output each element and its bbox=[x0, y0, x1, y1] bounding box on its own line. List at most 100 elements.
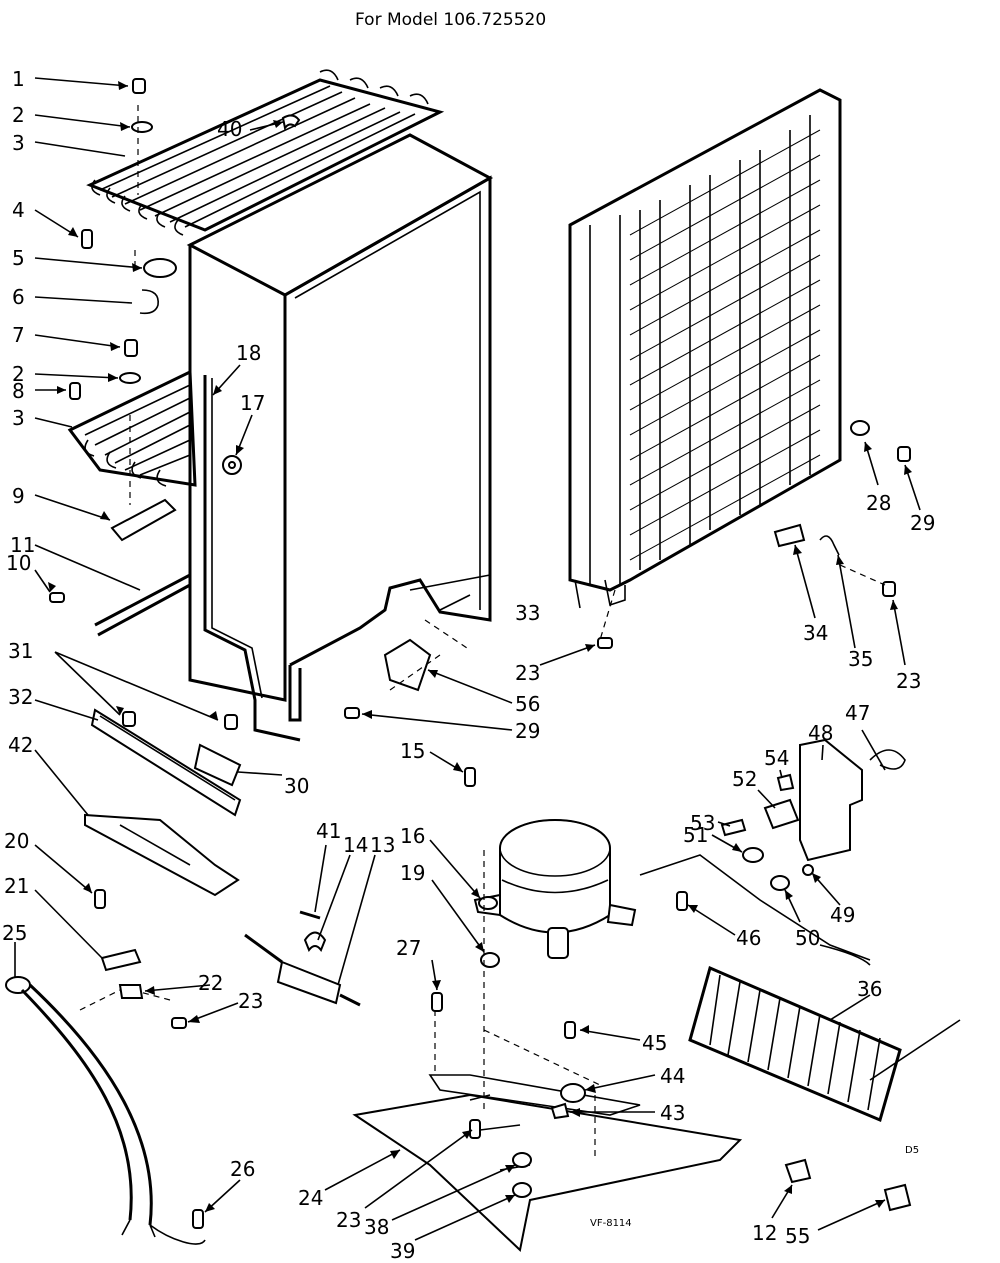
screw-part-15 bbox=[464, 767, 476, 787]
relay-part-51 bbox=[742, 847, 764, 863]
callout-46: 46 bbox=[736, 926, 761, 950]
condenser-coil-part-36 bbox=[688, 965, 961, 1123]
callout-7: 7 bbox=[12, 323, 25, 347]
callout-4: 4 bbox=[12, 198, 25, 222]
callout-17: 17 bbox=[240, 391, 265, 415]
screw-part-29-center bbox=[344, 707, 360, 719]
callout-49: 49 bbox=[830, 903, 855, 927]
callout-22: 22 bbox=[198, 971, 223, 995]
callout-34: 34 bbox=[803, 621, 828, 645]
defrost-terminator-part-13 bbox=[244, 933, 361, 1007]
callout-50: 50 bbox=[795, 926, 820, 950]
clamp-part-6 bbox=[139, 289, 159, 315]
callout-39: 39 bbox=[390, 1239, 415, 1263]
clip-part-55 bbox=[883, 1183, 912, 1212]
screw-part-23-condenser bbox=[597, 637, 613, 649]
callout-35: 35 bbox=[848, 647, 873, 671]
callout-55: 55 bbox=[785, 1224, 810, 1248]
callout-56: 56 bbox=[515, 692, 540, 716]
screw-part-23-left bbox=[171, 1017, 187, 1029]
screw-part-23-right bbox=[882, 581, 896, 597]
callout-43: 43 bbox=[660, 1101, 685, 1125]
callout-36: 36 bbox=[857, 977, 882, 1001]
callout-23-base: 23 bbox=[336, 1208, 361, 1232]
evaporator-coil-upper bbox=[86, 69, 445, 236]
part-49 bbox=[802, 864, 814, 876]
compressor bbox=[473, 819, 637, 959]
retainer-part-9 bbox=[110, 498, 177, 542]
callout-21: 21 bbox=[4, 874, 29, 898]
callout-10: 10 bbox=[6, 551, 31, 575]
bracket-part-32 bbox=[90, 708, 242, 817]
connector-part-22 bbox=[118, 984, 144, 999]
callout-52: 52 bbox=[732, 767, 757, 791]
plate-part-21 bbox=[100, 948, 142, 972]
harness-part-25 bbox=[5, 976, 206, 1245]
callout-23-condenser: 23 bbox=[515, 661, 540, 685]
callout-32: 32 bbox=[8, 685, 33, 709]
screw-part-31b bbox=[224, 714, 238, 730]
clip-part-40 bbox=[281, 114, 301, 131]
callout-11: 11 bbox=[10, 533, 35, 557]
part-12 bbox=[784, 1158, 812, 1184]
callout-14: 14 bbox=[343, 833, 368, 857]
base-pan-part-24 bbox=[352, 1074, 743, 1252]
screw-part-23-base bbox=[469, 1119, 481, 1139]
tube-part-34 bbox=[773, 523, 806, 548]
callout-23-left: 23 bbox=[238, 989, 263, 1013]
screw-part-10 bbox=[49, 592, 65, 603]
cabinet-liner bbox=[186, 133, 494, 722]
bracket-part-30 bbox=[193, 743, 242, 787]
callout-5: 5 bbox=[12, 246, 25, 270]
callout-18: 18 bbox=[236, 341, 261, 365]
callout-26: 26 bbox=[230, 1157, 255, 1181]
callout-44: 44 bbox=[660, 1064, 685, 1088]
clip-part-35 bbox=[819, 535, 840, 556]
callout-23-right: 23 bbox=[896, 669, 921, 693]
callout-6: 6 bbox=[12, 285, 25, 309]
bracket-part-17 bbox=[222, 455, 242, 475]
callout-47: 47 bbox=[845, 701, 870, 725]
callout-27: 27 bbox=[396, 936, 421, 960]
part-43 bbox=[550, 1102, 570, 1120]
condenser-coil bbox=[568, 88, 842, 607]
diagram-title: For Model 106.725520 bbox=[355, 10, 546, 30]
spacer-part-39 bbox=[512, 1182, 532, 1198]
callout-54: 54 bbox=[764, 746, 789, 770]
screw-part-46 bbox=[676, 891, 688, 911]
screw-part-27 bbox=[431, 992, 443, 1012]
drawing-code: VF-8114 bbox=[590, 1218, 632, 1229]
drain-tube bbox=[203, 375, 301, 742]
callout-8: 8 bbox=[12, 379, 25, 403]
callout-38: 38 bbox=[364, 1215, 389, 1239]
relay-cover-part-48 bbox=[799, 738, 863, 862]
relay-wire bbox=[639, 854, 871, 966]
leader-lines bbox=[14, 77, 921, 1241]
callout-29-center: 29 bbox=[515, 719, 540, 743]
washer-part-2-upper bbox=[131, 121, 153, 133]
callout-28: 28 bbox=[866, 491, 891, 515]
callout-31: 31 bbox=[8, 639, 33, 663]
callout-3: 3 bbox=[12, 131, 25, 155]
grommet-part-38 bbox=[512, 1152, 532, 1168]
grommet-part-16 bbox=[478, 896, 498, 910]
valve-part-44 bbox=[560, 1083, 586, 1103]
callout-42: 42 bbox=[8, 733, 33, 757]
screw-part-31a bbox=[122, 711, 136, 727]
part-53 bbox=[720, 818, 747, 837]
cover-part-56 bbox=[383, 638, 432, 692]
screw-part-4 bbox=[81, 229, 93, 249]
callout-30: 30 bbox=[284, 774, 309, 798]
callout-33: 33 bbox=[515, 601, 540, 625]
screw-part-8 bbox=[69, 382, 81, 400]
screw-part-7 bbox=[124, 339, 138, 357]
callout-20: 20 bbox=[4, 829, 29, 853]
part-54 bbox=[776, 773, 795, 792]
screw-part-26 bbox=[192, 1209, 204, 1229]
callout-40: 40 bbox=[217, 117, 242, 141]
callout-24: 24 bbox=[298, 1186, 323, 1210]
capacitor-part-50 bbox=[770, 875, 790, 891]
callout-19: 19 bbox=[400, 861, 425, 885]
callouts: 1 2 3 4 5 6 7 2 8 3 9 11 10 31 32 42 20 … bbox=[2, 67, 935, 1263]
